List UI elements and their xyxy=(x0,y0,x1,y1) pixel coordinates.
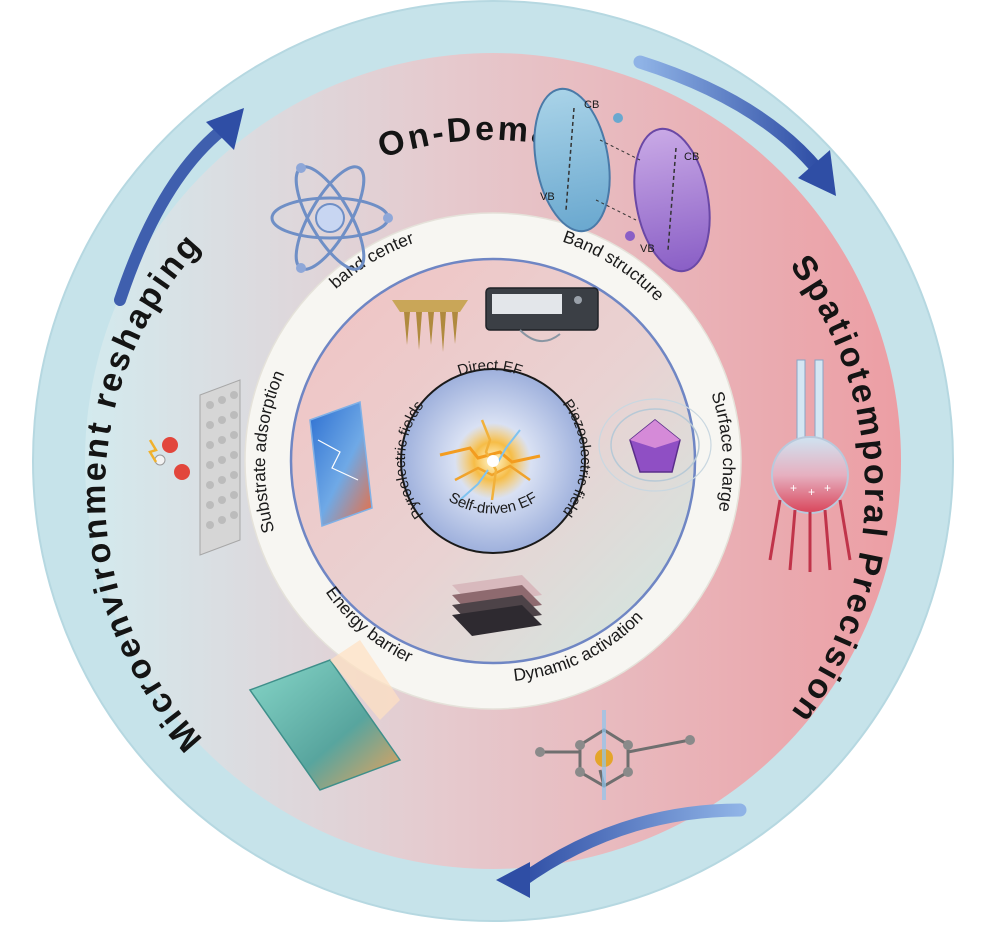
substrate-sheet-icon xyxy=(309,400,373,528)
crystal-piezo-icon xyxy=(598,398,712,492)
microfluidic-bulb-icon: + + + xyxy=(768,359,852,572)
arrow-top-right xyxy=(633,55,836,196)
svg-text:+: + xyxy=(824,481,831,495)
device-icon xyxy=(485,287,599,342)
arrow-left xyxy=(114,108,244,306)
direct-ef-label: Direct EF xyxy=(456,357,525,379)
vb-label-2: VB xyxy=(640,243,655,255)
electric-field-burst-icon xyxy=(439,419,541,501)
vb-label-1: VB xyxy=(540,191,555,203)
arrow-bottom xyxy=(496,803,747,898)
svg-text:+: + xyxy=(790,481,797,495)
nanowire-array-icon xyxy=(392,300,468,352)
cb-label-2: CB xyxy=(684,151,699,163)
atom-icon xyxy=(270,163,393,273)
svg-text:+: + xyxy=(808,485,815,499)
layered-stack-icon xyxy=(452,575,542,636)
cb-label-1: CB xyxy=(584,99,599,111)
lattice-adsorption-icon xyxy=(148,379,241,556)
topography-map-icon xyxy=(248,640,402,791)
molecule-icon xyxy=(535,710,695,800)
band-structure-cells-icon: CB CB VB VB xyxy=(533,87,711,273)
